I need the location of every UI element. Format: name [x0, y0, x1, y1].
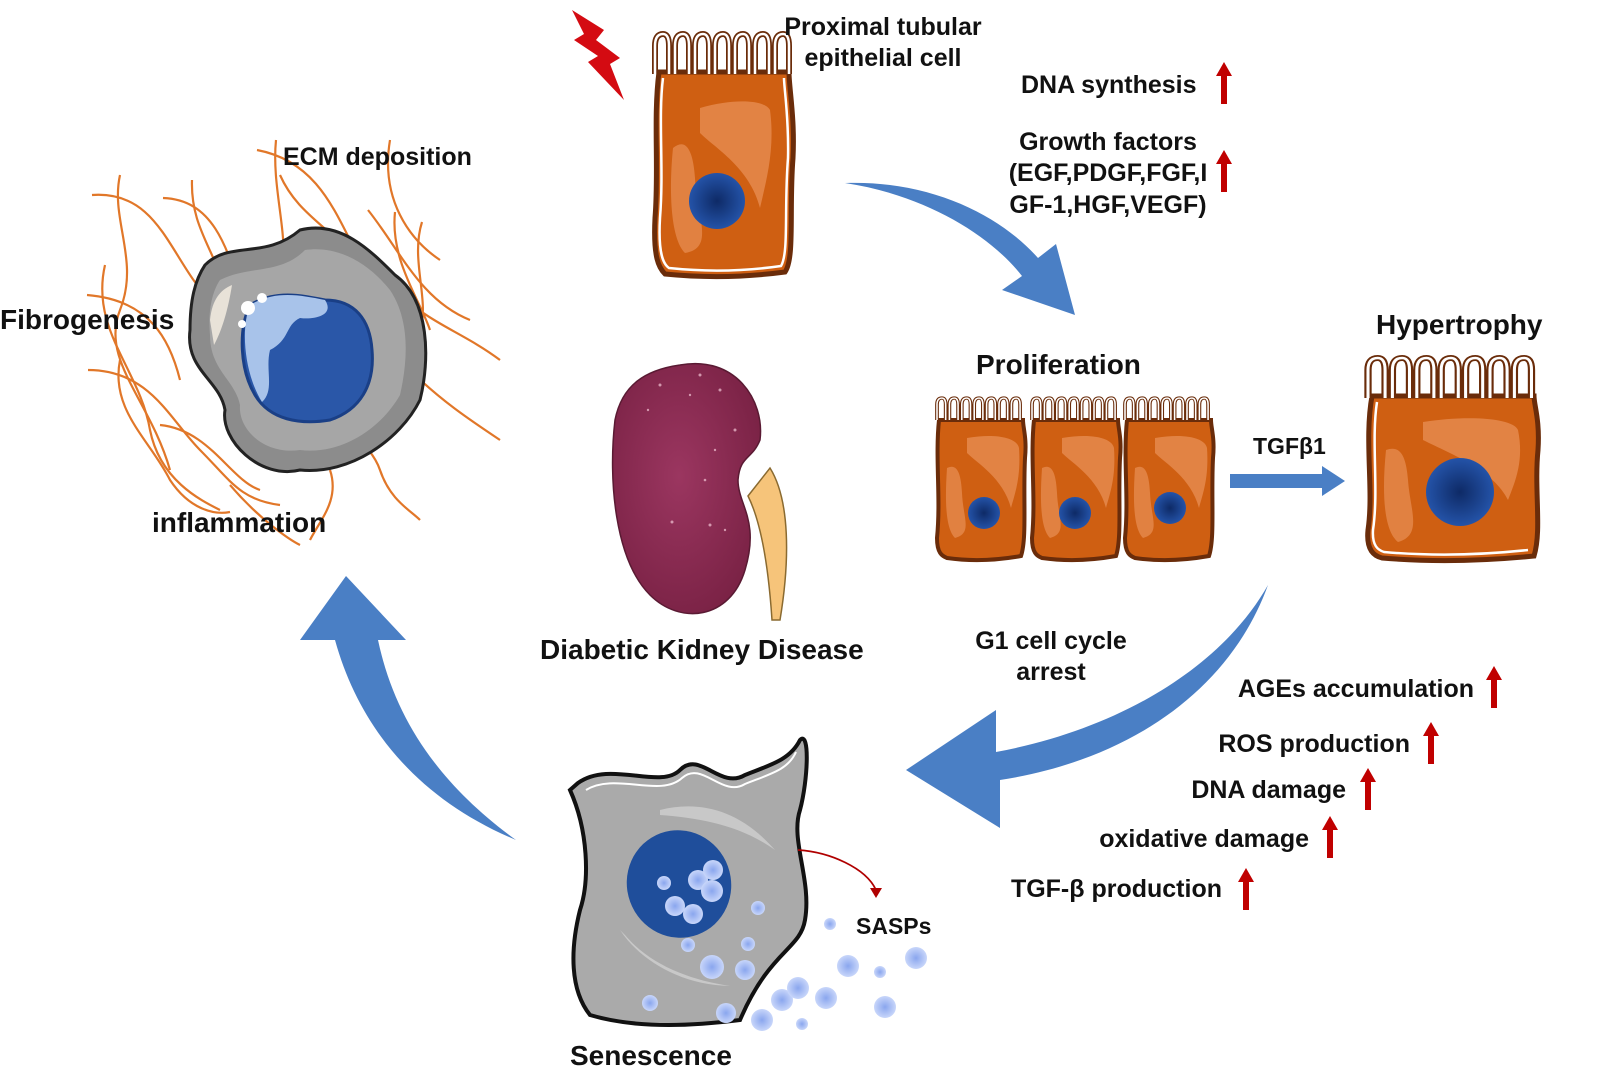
pt-cell-label-line2: epithelial cell [804, 44, 962, 73]
up-arrow-icon [1360, 768, 1376, 810]
g1-arrest-label: G1 cell cycle arrest [966, 626, 1136, 689]
hypertrophy-label: Hypertrophy [1376, 309, 1543, 340]
up-arrow-icon [1423, 722, 1439, 764]
secretion-arrow [797, 849, 882, 898]
tgfb1-label: TGFβ1 [1253, 433, 1326, 459]
inflammation-label: inflammation [152, 507, 327, 538]
g1-arrest-line1: G1 cell cycle [975, 627, 1127, 655]
upregulated-ros: ROS production [1218, 730, 1410, 758]
upregulated-dna-damage: DNA damage [1191, 776, 1346, 804]
growth-factors-line3: GF-1,HGF,VEGF) [1009, 190, 1207, 219]
pt-cell-label-line1: Proximal tubular [784, 13, 982, 41]
tgfb1-arrow [1230, 466, 1345, 496]
proliferation-cells [934, 396, 1216, 563]
fibrogenesis-label: Fibrogenesis [0, 304, 175, 335]
up-arrow-icon [1216, 150, 1232, 192]
sasps-label: SASPs [856, 913, 932, 939]
sasp-particles [751, 918, 927, 1031]
arrow-to-proliferation [845, 182, 1075, 315]
proliferation-label: Proliferation [976, 349, 1141, 380]
upregulated-oxidative-damage: oxidative damage [1099, 825, 1309, 853]
ecm-deposition-label: ECM deposition [283, 143, 472, 171]
up-arrow-icon [1238, 868, 1254, 910]
growth-factors-line2: (EGF,PDGF,FGF,I [1008, 159, 1208, 188]
growth-factors-line1: Growth factors [1019, 128, 1197, 156]
upregulated-tgfb-production: TGF-β production [1010, 875, 1222, 903]
upregulated-dna-synthesis: DNA synthesis [1021, 71, 1197, 99]
pt-cell-label: Proximal tubular epithelial cell [778, 12, 988, 75]
nucleus-icon [689, 173, 745, 229]
arrow-to-senescence [906, 585, 1268, 828]
kidney-disease-label: Diabetic Kidney Disease [540, 634, 864, 665]
upregulated-ages: AGEs accumulation [1237, 675, 1474, 703]
up-arrow-icon [1486, 666, 1502, 708]
up-arrow-icon [1322, 816, 1338, 858]
kidney-icon [611, 362, 788, 621]
hypertrophy-cell [1368, 358, 1541, 564]
nucleus-icon [1426, 458, 1494, 526]
lightning-bolt-icon [572, 10, 624, 100]
senescence-label: Senescence [570, 1040, 732, 1071]
fibroblast-cell [188, 226, 428, 473]
senescent-cell [567, 736, 809, 1027]
upregulated-growth-factors: Growth factors (EGF,PDGF,FGF,I GF-1,HGF,… [1006, 127, 1210, 221]
proximal-tubular-cell [655, 34, 796, 280]
up-arrow-icon [1216, 62, 1232, 104]
arrow-to-fibrosis [300, 576, 516, 840]
g1-arrest-line2: arrest [1016, 658, 1086, 687]
